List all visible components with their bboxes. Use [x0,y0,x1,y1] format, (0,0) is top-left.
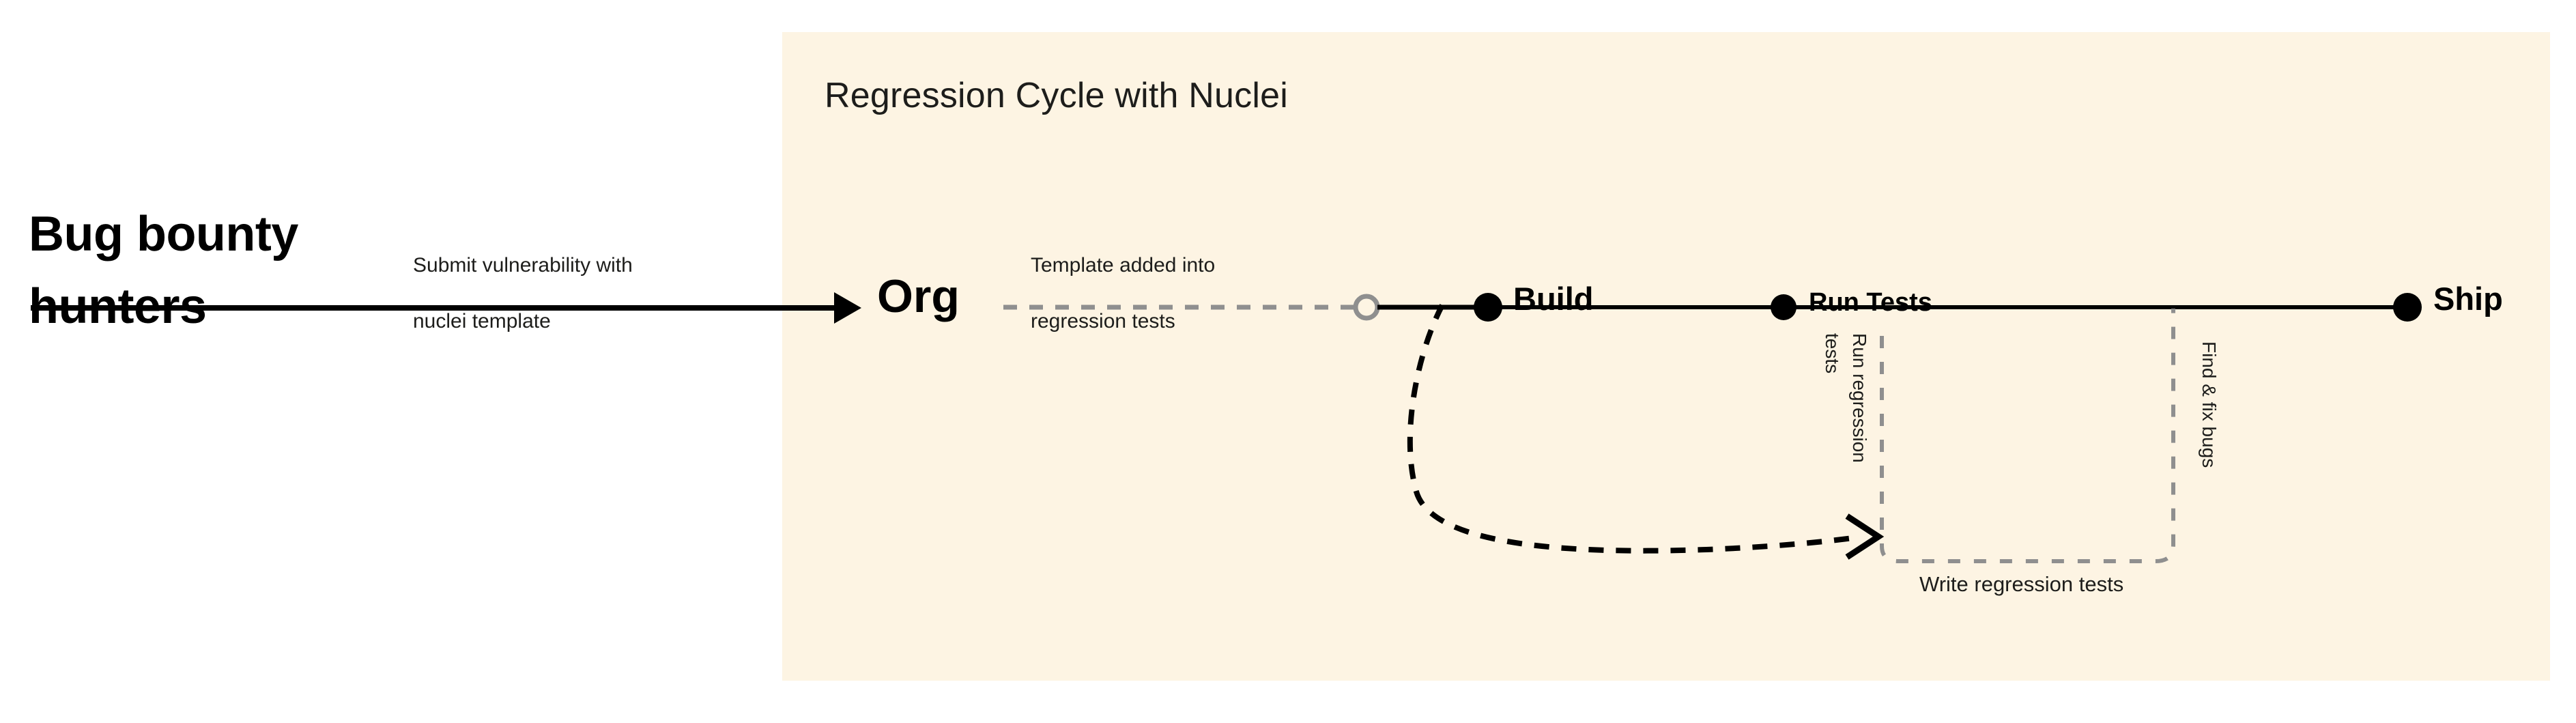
page-title: Regression Cycle with Nuclei [825,76,1288,115]
actor-label-line2: hunters [29,279,207,334]
node-label-ship: Ship [2433,281,2503,317]
write-regression-tests-label: Write regression tests [1919,572,2124,596]
find-fix-bugs-label: Find & fix bugs [2199,341,2220,468]
node-label-build: Build [1513,281,1594,317]
run-regression-label-line1: Run regression [1849,333,1870,463]
submit-edge-label-line2: nuclei template [413,310,551,332]
node-label-org: Org [877,270,960,322]
actor-label-line1: Bug bounty [29,207,298,261]
template-edge-label-line1: Template added into [1031,254,1216,277]
submit-edge-label-line1: Submit vulnerability with [413,254,633,277]
template-edge-label-line2: regression tests [1031,310,1175,332]
run-regression-label-line2: tests [1822,333,1843,374]
regression-cycle-panel [782,32,2550,681]
node-label-run-tests: Run Tests [1809,288,1932,317]
